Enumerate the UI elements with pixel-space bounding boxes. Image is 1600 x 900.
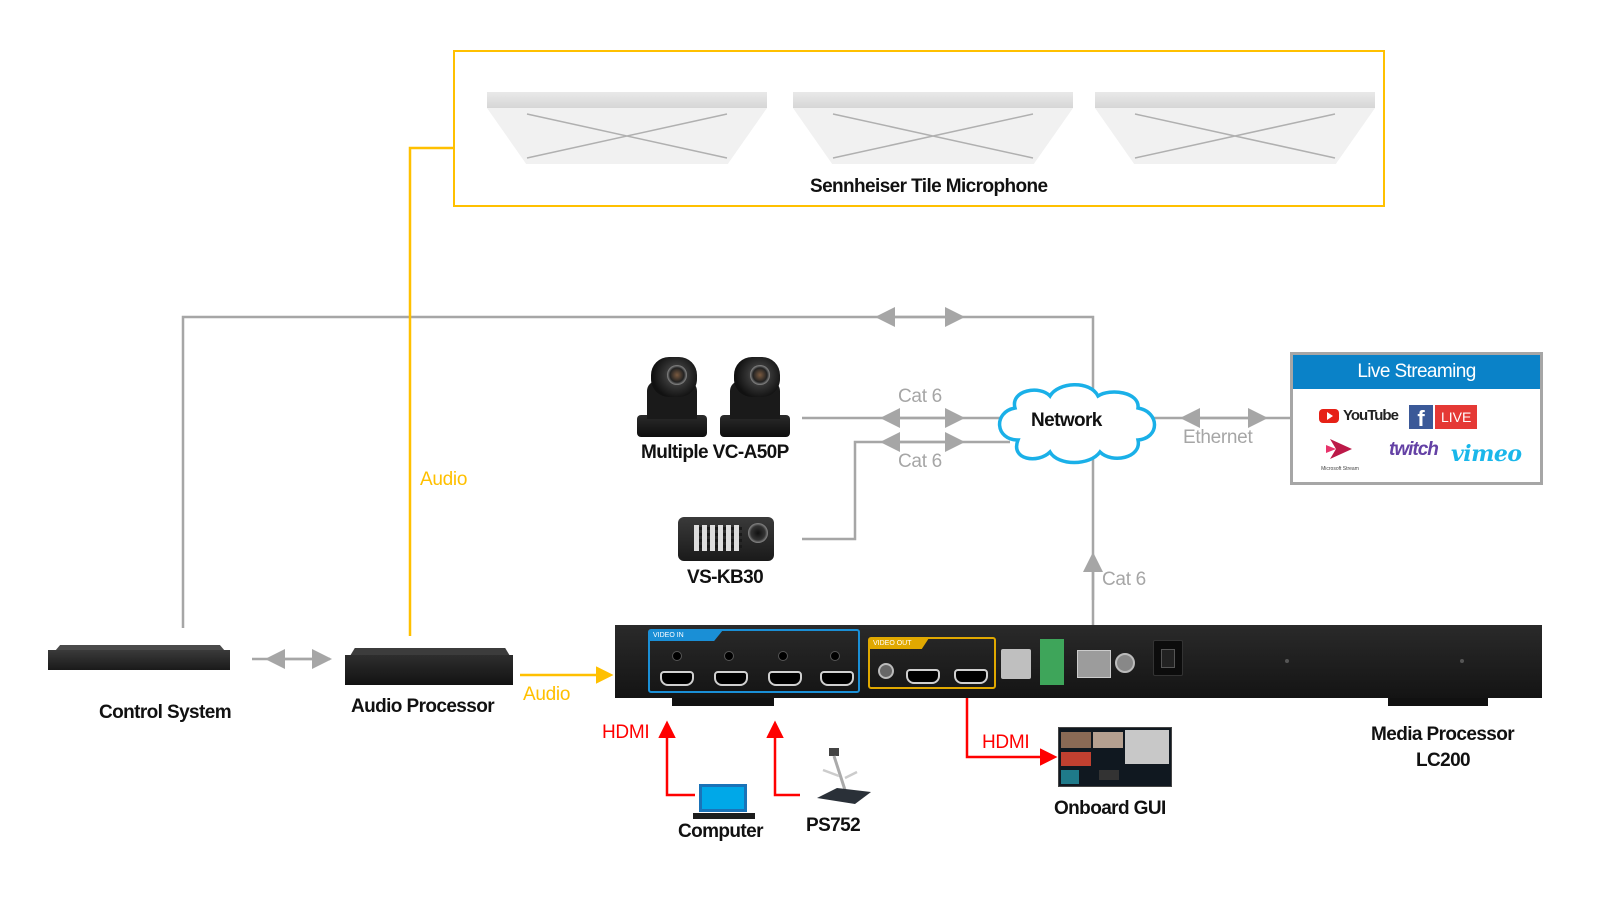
media-processor-model: LC200	[1416, 750, 1471, 771]
power-switch	[1153, 640, 1183, 676]
computer-hdmi-label: HDMI	[602, 722, 650, 743]
microsoft-stream-logo: Microsoft Stream	[1315, 437, 1365, 472]
youtube-logo: YouTube	[1319, 407, 1399, 424]
ps752-hdmi-line	[766, 720, 800, 797]
hdmi-in-4-port	[660, 671, 694, 686]
keyboard-cat6-label: Cat 6	[898, 451, 942, 472]
line-out-jack	[878, 663, 894, 679]
ethernet-label: Ethernet	[1183, 427, 1253, 448]
tile-microphone	[487, 92, 767, 164]
gui-hdmi-line	[965, 682, 1058, 766]
network-cloud	[997, 383, 1157, 465]
onboard-gui-label: Onboard GUI	[1054, 798, 1166, 819]
ethernet-port	[1077, 650, 1111, 678]
mic-audio-label: Audio	[420, 469, 468, 490]
usb-port	[1001, 649, 1031, 679]
rs232-rs485-terminal	[1040, 639, 1064, 685]
line-in-3-jack	[724, 651, 734, 661]
microphone-group	[453, 50, 1385, 207]
live-streaming-title: Live Streaming	[1293, 355, 1540, 389]
keyboard-label: VS-KB30	[687, 567, 764, 588]
processor-audio-label: Audio	[523, 684, 571, 705]
video-in-panel: VIDEO IN	[648, 629, 860, 693]
hdmi-in-3-port	[714, 671, 748, 686]
control-system-device	[48, 650, 230, 670]
youtube-play-icon	[1319, 408, 1339, 423]
computer-hdmi-line	[658, 720, 695, 797]
gui-hdmi-label: HDMI	[982, 732, 1030, 753]
mic-audio-line	[408, 146, 453, 636]
hdmi-out-multiview-port	[954, 669, 988, 684]
network-label: Network	[1031, 410, 1102, 431]
video-out-panel: VIDEO OUT	[868, 637, 996, 689]
twitch-logo: twitch	[1389, 439, 1439, 460]
hdmi-in-1-port	[820, 671, 854, 686]
ptz-camera-icon	[720, 357, 790, 437]
media-processor-label: Media Processor	[1371, 724, 1515, 745]
ps752-label: PS752	[806, 815, 861, 836]
camera-label: Multiple VC-A50P	[641, 442, 789, 463]
dc-in-port	[1115, 653, 1135, 673]
ptz-keyboard-icon	[678, 517, 774, 561]
computer-label: Computer	[678, 821, 764, 842]
live-streaming-panel: Live Streaming YouTube f LIVE Microsoft …	[1290, 352, 1543, 485]
line-in-2-jack	[778, 651, 788, 661]
ptz-camera-icon	[637, 357, 707, 437]
laptop-icon	[693, 784, 755, 820]
control-network-line	[181, 315, 1095, 628]
facebook-live-logo: f LIVE	[1409, 405, 1478, 431]
microsoft-stream-icon	[1326, 439, 1352, 459]
line-in-1-jack	[830, 651, 840, 661]
document-camera-icon	[817, 748, 871, 804]
media-processor-device: VIDEO IN VIDEO OUT	[615, 625, 1542, 698]
vimeo-logo: vimeo	[1451, 441, 1522, 467]
microphone-label: Sennheiser Tile Microphone	[810, 176, 1048, 197]
tile-microphone	[1095, 92, 1375, 164]
tile-microphone	[793, 92, 1073, 164]
camera-cat6-label: Cat 6	[898, 386, 942, 407]
control-system-label: Control System	[99, 702, 232, 723]
audio-processor-label: Audio Processor	[351, 696, 495, 717]
audio-processor-device	[345, 655, 513, 685]
hdmi-out-program-port	[906, 669, 940, 684]
line-in-4-jack	[672, 651, 682, 661]
hdmi-in-2-port	[768, 671, 802, 686]
onboard-gui-screenshot	[1058, 727, 1172, 787]
lc200-cat6-label: Cat 6	[1102, 569, 1146, 590]
